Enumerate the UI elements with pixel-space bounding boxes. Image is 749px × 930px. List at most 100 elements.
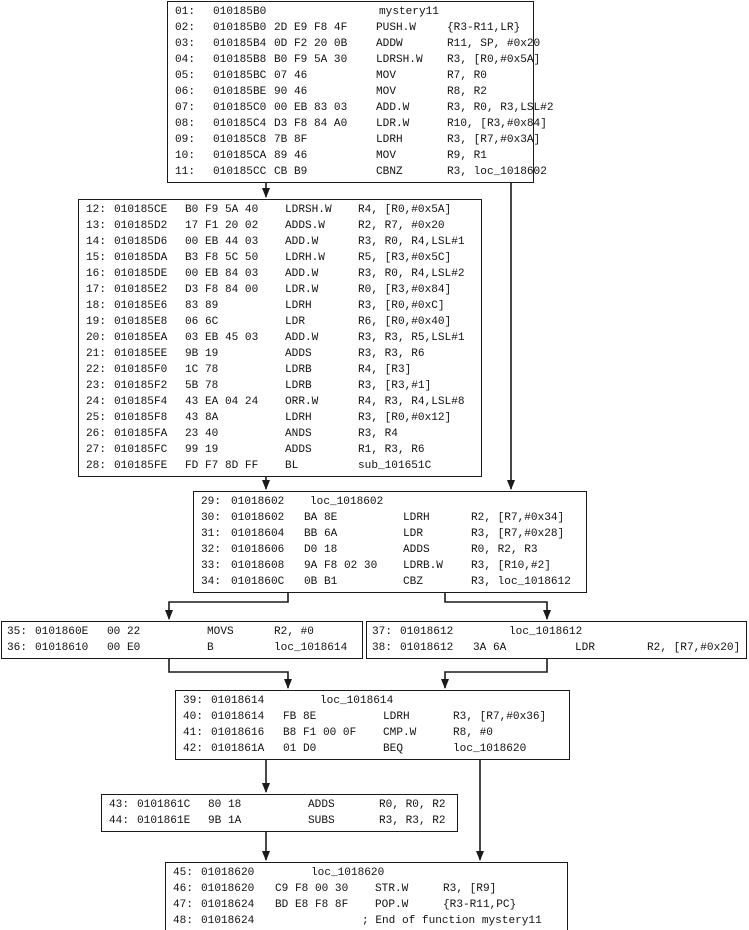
operands: R3, R0, R4,LSL#2	[358, 268, 465, 280]
line-number: 29:	[201, 496, 221, 508]
line-number: 30:	[201, 512, 221, 524]
mnemonic: BEQ	[383, 743, 403, 755]
mnemonic: LDRH	[285, 412, 312, 424]
line-number: 16:	[86, 268, 106, 280]
comment: ; End of function mystery11	[362, 915, 542, 927]
line-number: 26:	[86, 428, 106, 440]
mnemonic: CBNZ	[376, 166, 403, 178]
line-number: 05:	[175, 70, 195, 82]
mnemonic: ADDS	[308, 799, 335, 811]
opcode-bytes: 83 89	[185, 300, 219, 312]
operands: R3, [R3,#1]	[358, 380, 432, 392]
asm-line: 29: 01018602 loc_1018602	[194, 494, 586, 510]
address: 01018624	[201, 915, 255, 927]
operands: R0, R2, R3	[471, 544, 538, 556]
address: 0101861C	[137, 799, 191, 811]
address: 01018610	[35, 642, 89, 654]
opcode-bytes: 00 EB 83 03	[274, 102, 348, 114]
mnemonic: ADD.W	[285, 268, 319, 280]
mnemonic: ADD.W	[376, 102, 410, 114]
address: 01018602	[231, 496, 285, 508]
mnemonic: CBZ	[403, 576, 423, 588]
operands: R2, [R7,#0x20]	[647, 642, 741, 654]
mnemonic: ADD.W	[285, 332, 319, 344]
line-number: 03:	[175, 38, 195, 50]
edge-b5-to-b6	[441, 656, 548, 689]
line-number: 06:	[175, 86, 195, 98]
opcode-bytes: D3 F8 84 A0	[274, 118, 348, 130]
opcode-bytes: C9 F8 00 30	[275, 883, 349, 895]
opcode-bytes: 00 E0	[107, 642, 141, 654]
address: 010185C4	[213, 118, 267, 130]
line-number: 44:	[109, 815, 129, 827]
address: 010185DE	[114, 268, 168, 280]
mnemonic: LDRH	[376, 134, 403, 146]
opcode-bytes: 3A 6A	[473, 642, 507, 654]
address: 010185F4	[114, 396, 168, 408]
opcode-bytes: 99 19	[185, 444, 219, 456]
line-number: 41:	[183, 727, 203, 739]
mnemonic: loc_1018602	[310, 496, 384, 508]
mnemonic: CMP.W	[383, 727, 417, 739]
address: 0101861E	[137, 815, 191, 827]
asm-line: 48:01018624; End of function mystery11	[166, 913, 567, 929]
line-number: 40:	[183, 711, 203, 723]
address: 01018614	[211, 695, 265, 707]
line-number: 43:	[109, 799, 129, 811]
line-number: 27:	[86, 444, 106, 456]
address: 01018604	[231, 528, 285, 540]
mnemonic: MOV	[376, 86, 396, 98]
operands: R3, R0, R4,LSL#1	[358, 236, 465, 248]
line-number: 36:	[7, 642, 27, 654]
mnemonic: ANDS	[285, 428, 312, 440]
opcode-bytes: 00 EB 84 03	[185, 268, 259, 280]
mnemonic: ADDS	[285, 444, 312, 456]
operands: R2, [R7,#0x34]	[471, 512, 565, 524]
address: 010185BC	[213, 70, 267, 82]
opcode-bytes: D0 18	[304, 544, 338, 556]
opcode-bytes: 90 46	[274, 86, 308, 98]
mnemonic: LDR	[403, 528, 423, 540]
opcode-bytes: 17 F1 20 02	[185, 220, 259, 232]
mnemonic: MOV	[376, 150, 396, 162]
address: 010185EA	[114, 332, 168, 344]
operands: loc_1018614	[274, 642, 348, 654]
mnemonic: SUBS	[308, 815, 335, 827]
line-number: 23:	[86, 380, 106, 392]
opcode-bytes: BD E8 F8 8F	[275, 899, 349, 911]
mnemonic: STR.W	[375, 883, 409, 895]
address: 01018612	[400, 626, 454, 638]
opcode-bytes: 07 46	[274, 70, 308, 82]
address: 01018606	[231, 544, 285, 556]
address: 010185E6	[114, 300, 168, 312]
line-number: 46:	[173, 883, 193, 895]
operands: sub_101651C	[358, 460, 432, 472]
operands: R2, R7, #0x20	[358, 220, 445, 232]
operands: R11, SP, #0x20	[447, 38, 541, 50]
opcode-bytes: 23 40	[185, 428, 219, 440]
operands: R8, #0	[453, 727, 493, 739]
mnemonic: loc_1018614	[320, 695, 394, 707]
line-number: 11:	[175, 166, 195, 178]
address: 010185CA	[213, 150, 267, 162]
opcode-bytes: BB 6A	[304, 528, 338, 540]
operands: {R3-R11,LR}	[447, 22, 521, 34]
line-number: 34:	[201, 576, 221, 588]
